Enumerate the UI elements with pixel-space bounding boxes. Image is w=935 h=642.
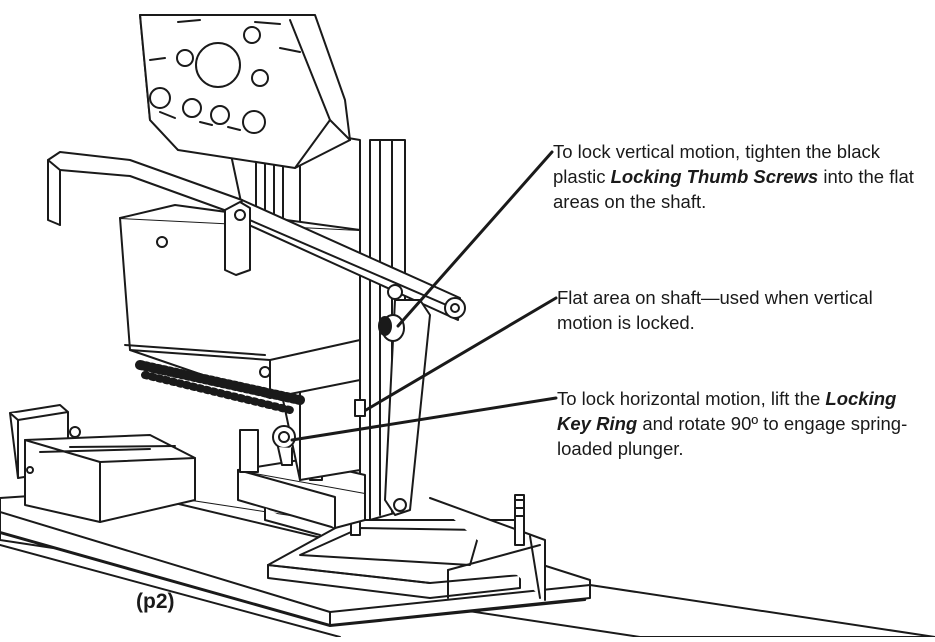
leader-line-flat-area xyxy=(364,296,558,412)
callout-emphasis: Locking Thumb Screws xyxy=(610,166,819,187)
callout-horizontal-lock: To lock horizontal motion, lift the Lock… xyxy=(557,386,927,461)
callout-text: into the flat areas on the shaft. xyxy=(553,166,914,212)
callout-vertical-lock: To lock vertical motion, tighten the bla… xyxy=(553,139,933,214)
flat-area-marker xyxy=(354,399,366,417)
leader-line-thumb-screws xyxy=(396,150,554,328)
callout-emphasis: Locking Key Ring xyxy=(557,388,897,434)
right-plate-carrier xyxy=(267,464,546,601)
callout-flat-area: Flat area on shaft—used when vertical mo… xyxy=(557,285,927,335)
leader-lines xyxy=(290,150,558,442)
thumb-screw xyxy=(378,314,405,342)
callout-text: Flat area on shaft—used when vertical mo… xyxy=(557,287,873,333)
left-plate-carrier xyxy=(9,404,196,523)
figure-label: (p2) xyxy=(136,590,175,613)
callout-text: and rotate 90º to engage spring-loaded p… xyxy=(557,413,908,459)
callout-text: To lock horizontal motion, lift the xyxy=(557,388,826,409)
locking-key-ring xyxy=(272,425,296,466)
leader-line-key-ring xyxy=(290,396,558,442)
control-panel xyxy=(139,14,351,169)
callout-text: To lock vertical motion, tighten the bla… xyxy=(553,141,880,187)
handle-bar xyxy=(47,151,466,516)
